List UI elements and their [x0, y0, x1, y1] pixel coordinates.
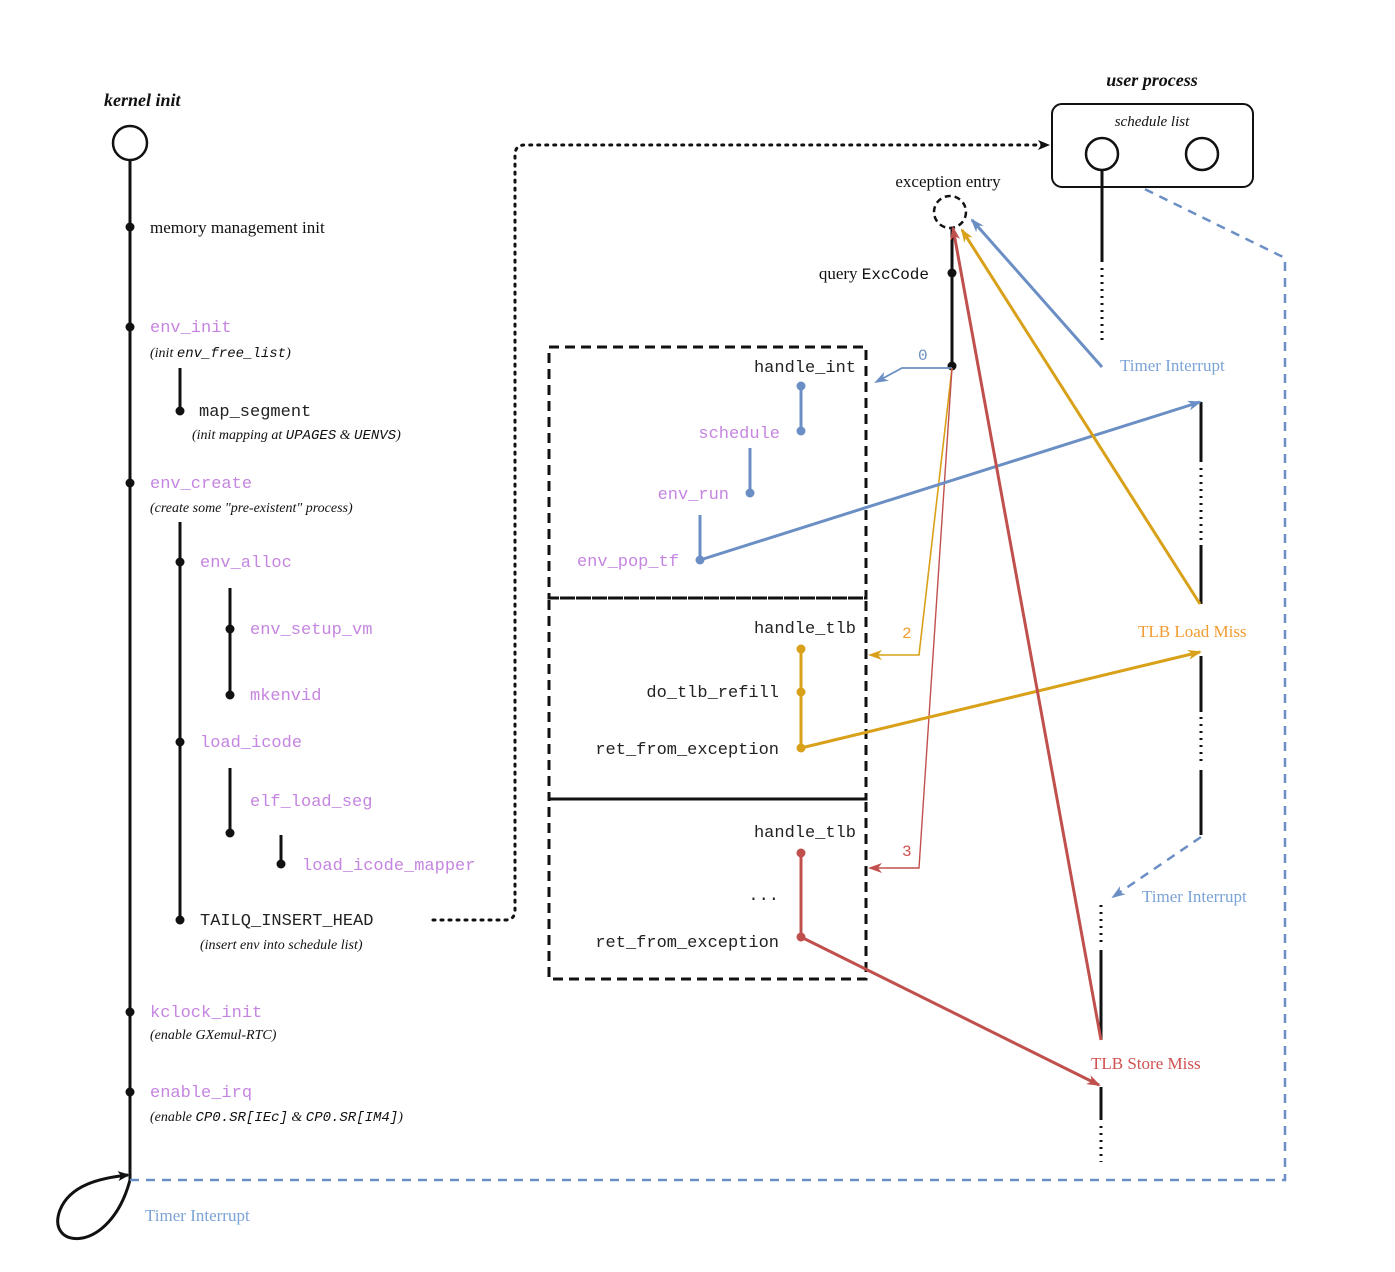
handle-tlb-label: handle_tlb: [754, 620, 856, 639]
step-dot: [796, 687, 806, 697]
step-map-segment: map_segment: [199, 403, 311, 422]
ret-from-exception-label: ret_from_exception: [595, 934, 779, 953]
process-node: [1184, 136, 1220, 172]
step-dot: [125, 222, 135, 232]
step-dot: [947, 268, 957, 278]
handle-tlb-label: handle_tlb: [754, 824, 856, 843]
step-dot: [796, 381, 806, 391]
exccode-2-label: 2: [902, 625, 912, 643]
exccode-3-label: 3: [902, 843, 912, 861]
query-exccode-label: query ExcCode: [819, 264, 929, 284]
ret-from-exception-label: ret_from_exception: [595, 741, 779, 760]
user-switch-arrow: [1111, 835, 1202, 899]
user-process: user process schedule list Timer Interru…: [1051, 70, 1254, 1162]
tlb-load-miss-label: TLB Load Miss: [1138, 622, 1247, 641]
env-pop-tf-label: env_pop_tf: [577, 553, 679, 572]
step-dot: [796, 426, 806, 436]
env-init-note: (init env_free_list): [150, 346, 291, 362]
handle-tlb-load-group: handle_tlb do_tlb_refill ret_from_except…: [595, 620, 856, 760]
handle-tlb-store-box: [547, 797, 868, 981]
env-run-label: env_run: [658, 486, 729, 505]
step-dot: [125, 322, 135, 332]
kernel-title: kernel init: [104, 90, 182, 110]
handle-tlb-store-group: handle_tlb ... ret_from_exception: [595, 824, 856, 953]
schedule-label: schedule: [698, 425, 780, 444]
step-dot: [225, 690, 235, 700]
step-tailq-insert-head: TAILQ_INSERT_HEAD: [200, 912, 373, 931]
timer-interrupt-label-2: Timer Interrupt: [1142, 887, 1247, 906]
exception-entry-label: exception entry: [895, 172, 1001, 191]
step-mem-init: memory management init: [150, 218, 325, 237]
user-process-title: user process: [1106, 70, 1198, 90]
kernel-idle-loop-arrow: [56, 1171, 132, 1241]
step-dot: [125, 1087, 135, 1097]
step-load-icode: load_icode: [200, 734, 302, 753]
step-dot: [796, 848, 806, 858]
kernel-timeline: kernel init memory management init env_i…: [56, 90, 475, 1241]
handle-tlb-load-box: [547, 596, 868, 801]
kernel-loop-label: Timer Interrupt: [145, 1206, 250, 1225]
step-elf-load-seg: elf_load_seg: [250, 793, 372, 812]
kclock-note: (enable GXemul-RTC): [150, 1028, 277, 1043]
step-dot: [175, 915, 185, 925]
dispatch-tlbs-arrow: [868, 367, 953, 873]
step-dot: [745, 488, 755, 498]
pop-tf-to-user-arrow: [699, 400, 1202, 562]
enable-irq-note: (enable CP0.SR[IEc] & CP0.SR[IM4]): [150, 1110, 403, 1126]
ellipsis-label: ...: [748, 887, 779, 906]
step-env-init: env_init: [150, 319, 232, 338]
step-enable-irq: enable_irq: [150, 1084, 252, 1103]
tlb-store-to-exception-arrow: [950, 226, 1103, 1041]
step-env-create: env_create: [150, 475, 252, 494]
timer-interrupt-return-path: [130, 170, 1287, 1182]
step-dot: [276, 859, 286, 869]
handle-int-label: handle_int: [754, 359, 856, 378]
tlb-load-to-exception-arrow: [960, 228, 1202, 605]
step-load-icode-mapper: load_icode_mapper: [302, 857, 475, 876]
step-dot: [175, 557, 185, 567]
dispatch-int-arrow: [874, 367, 952, 383]
tailq-note: (insert env into schedule list): [200, 938, 363, 953]
timer-to-exception-arrow: [970, 218, 1104, 368]
step-dot: [225, 828, 235, 838]
tlbs-return-arrow: [800, 935, 1101, 1087]
handle-int-box: [547, 345, 868, 600]
handle-int-group: handle_int schedule env_run env_pop_tf: [577, 359, 856, 572]
step-env-alloc: env_alloc: [200, 554, 292, 573]
step-dot: [125, 478, 135, 488]
step-env-setup-vm: env_setup_vm: [250, 621, 372, 640]
do-tlb-refill-label: do_tlb_refill: [646, 684, 779, 703]
step-dot: [796, 644, 806, 654]
step-mkenvid: mkenvid: [250, 687, 321, 706]
step-dot: [125, 1007, 135, 1017]
tlbl-return-arrow: [800, 649, 1202, 750]
kernel-start-node: [111, 124, 149, 162]
step-dot: [175, 406, 185, 416]
step-dot: [175, 737, 185, 747]
exception-entry-node: [932, 194, 968, 230]
env-create-note: (create some "pre-existent" process): [150, 501, 353, 516]
timer-interrupt-label-1: Timer Interrupt: [1120, 356, 1225, 375]
dispatch-tlbl-arrow: [868, 367, 953, 660]
step-kclock-init: kclock_init: [150, 1004, 262, 1023]
schedule-list-label: schedule list: [1115, 114, 1190, 130]
tlb-store-miss-label: TLB Store Miss: [1091, 1054, 1201, 1073]
map-segment-note: (init mapping at UPAGES & UENVS): [192, 428, 401, 444]
step-dot: [225, 624, 235, 634]
process-node: [1084, 136, 1120, 172]
exccode-0-label: 0: [918, 347, 928, 365]
exception-entry: exception entry query ExcCode: [819, 172, 1001, 371]
insert-to-schedule-arrow: [431, 140, 1050, 922]
